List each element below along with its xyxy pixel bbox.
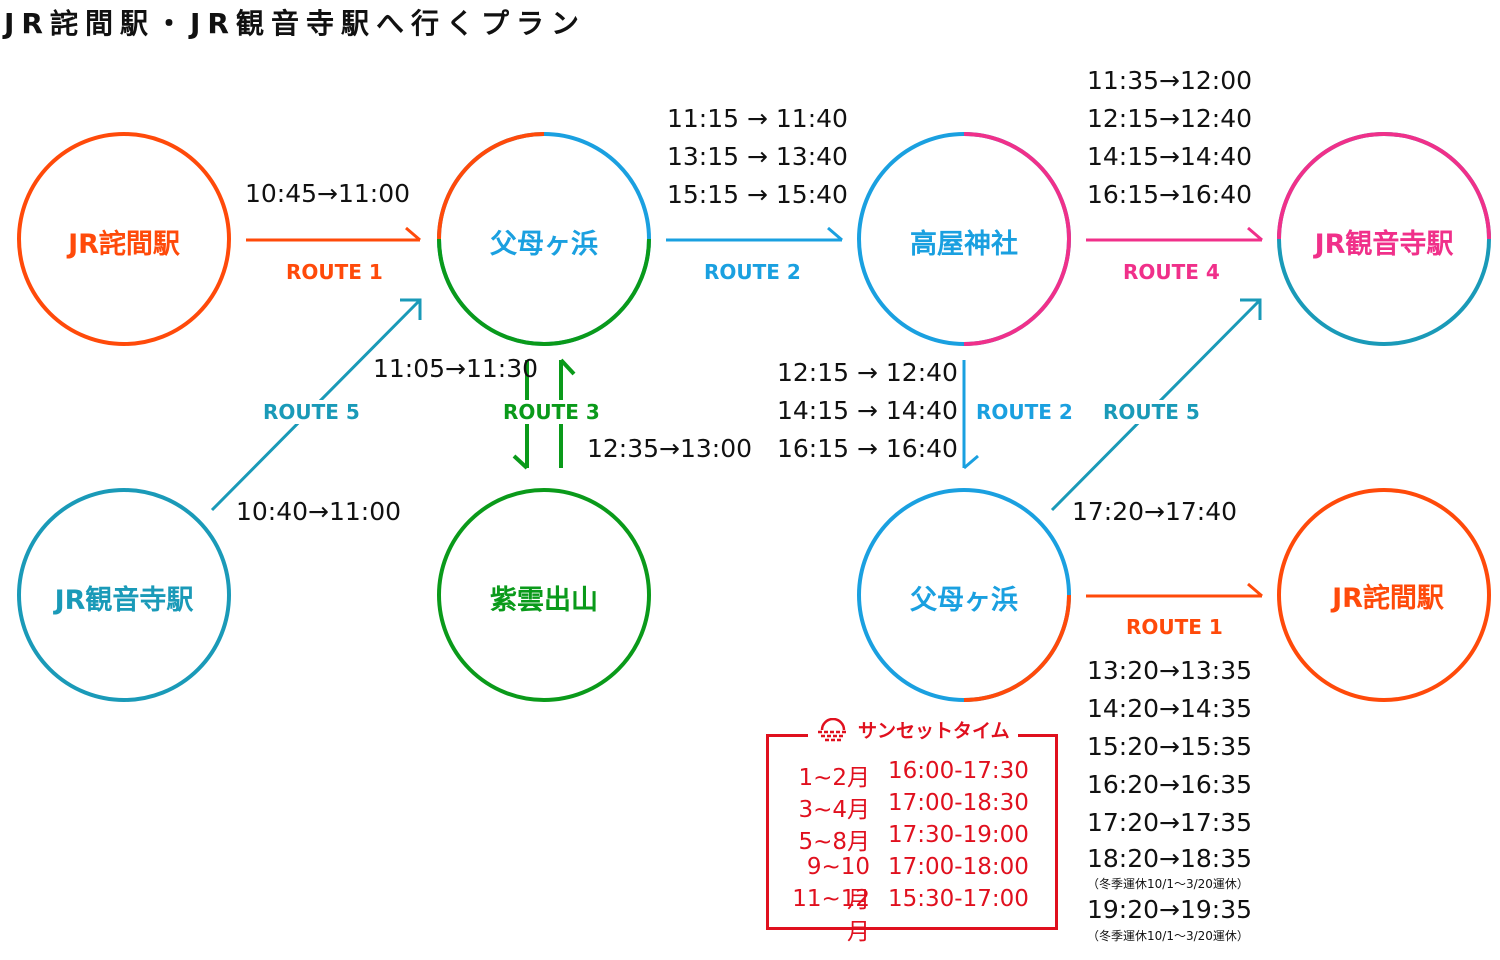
station-kanonji-top: JR観音寺駅 — [1314, 229, 1454, 260]
sunset-row: 9~10月 17:00-18:00 — [790, 854, 1029, 914]
page-title: JR詫間駅・JR観音寺駅へ行くプラン — [4, 7, 586, 40]
sunset-hours: 17:00-18:30 — [888, 790, 1029, 816]
timetable-route5-right: 17:20→17:40 — [1072, 493, 1237, 531]
time-entry: 14:15 → 14:40 — [777, 396, 958, 425]
station-circle-shiunde — [437, 488, 651, 702]
station-shiunde: 紫雲出山 — [490, 585, 598, 616]
route-label-2-top: ROUTE 2 — [702, 260, 803, 284]
winter-note: （冬季運休10/1〜3/20運休） — [1087, 877, 1249, 891]
arrow-route1-bottom — [1086, 582, 1263, 598]
sunset-row: 1~2月 16:00-17:30 — [790, 758, 1029, 792]
arrow-route4 — [1086, 226, 1263, 242]
time-entry: 11:05→11:30 — [373, 354, 539, 383]
winter-note: （冬季運休10/1〜3/20運休） — [1087, 929, 1249, 943]
sunset-months: 1~2月 — [798, 765, 870, 791]
circle-arc-route4 — [963, 132, 1071, 346]
arrow-route2-top — [666, 226, 843, 242]
time-entry: 13:20→13:35 — [1087, 656, 1253, 685]
station-takuma-bottom: JR詫間駅 — [1332, 583, 1444, 614]
station-chichibu-bottom: 父母ヶ浜 — [910, 585, 1018, 616]
sunset-months: 11~12月 — [792, 886, 870, 945]
time-entry: 12:15→12:40 — [1087, 104, 1253, 133]
circle-arc-route3 — [437, 238, 651, 347]
time-entry: 11:15 → 11:40 — [667, 104, 848, 133]
time-entry: 10:45→11:00 — [245, 179, 411, 208]
timetable-route2-down: 12:15 → 12:40 14:15 → 14:40 16:15 → 16:40 — [777, 354, 958, 468]
sunset-row: 5~8月 17:30-19:00 — [790, 822, 1029, 856]
timetable-route2-top: 11:15 → 11:40 13:15 → 13:40 15:15 → 15:40 — [667, 100, 848, 214]
sunset-months: 5~8月 — [798, 829, 870, 855]
time-entry: 14:15→14:40 — [1087, 142, 1253, 171]
circle-arc-route1 — [437, 132, 545, 240]
time-entry: 15:20→15:35 — [1087, 732, 1253, 761]
route-label-5-right: ROUTE 5 — [1101, 400, 1202, 424]
sunset-hours: 17:00-18:00 — [888, 854, 1029, 880]
sunset-months: 3~4月 — [798, 797, 870, 823]
time-entry: 17:20→17:40 — [1072, 497, 1238, 526]
time-entry: 16:15 → 16:40 — [777, 434, 958, 463]
timetable-route3-up: 12:35→13:00 — [587, 430, 752, 468]
time-entry: 10:40→11:00 — [236, 497, 402, 526]
time-entry: 12:35→13:00 — [587, 434, 753, 463]
time-entry: 18:20→18:35 — [1087, 844, 1253, 873]
route-label-1-bottom: ROUTE 1 — [1124, 615, 1225, 639]
route-label-1-top: ROUTE 1 — [284, 260, 385, 284]
route-label-4: ROUTE 4 — [1121, 260, 1222, 284]
circle-arc-route1b — [963, 594, 1071, 702]
time-entry: 17:20→17:35 — [1087, 808, 1253, 837]
sunset-months: 9~10月 — [806, 854, 870, 913]
timetable-route4: 11:35→12:00 12:15→12:40 14:15→14:40 16:15→1… — [1087, 62, 1252, 214]
sunset-heading-label: サンセットタイム — [858, 720, 1010, 742]
sunset-hours: 17:30-19:00 — [888, 822, 1029, 848]
route-label-5-left: ROUTE 5 — [261, 400, 362, 424]
route-label-3: ROUTE 3 — [501, 400, 602, 424]
sunset-hours: 16:00-17:30 — [888, 758, 1029, 784]
time-entry: 12:15 → 12:40 — [777, 358, 958, 387]
time-entry: 15:15 → 15:40 — [667, 180, 848, 209]
station-circle-takuma-top — [17, 132, 231, 346]
time-entry: 13:15 → 13:40 — [667, 142, 848, 171]
station-kanonji-bottom: JR観音寺駅 — [54, 585, 194, 616]
timetable-route1-top: 10:45→11:00 — [245, 175, 410, 213]
time-entry: 14:20→14:35 — [1087, 694, 1253, 723]
sunset-heading: サンセットタイム — [808, 716, 1018, 743]
station-takaya: 高屋神社 — [910, 229, 1018, 260]
station-takuma-top: JR詫間駅 — [68, 229, 180, 260]
route-label-2-down: ROUTE 2 — [974, 400, 1075, 424]
timetable-route1-bottom: 13:20→13:35 14:20→14:35 15:20→15:35 16:2… — [1087, 652, 1252, 944]
time-entry: 11:35→12:00 — [1087, 66, 1253, 95]
arrow-route1-top — [246, 226, 421, 242]
timetable-route5-left-start: 10:40→11:00 — [236, 493, 401, 531]
time-entry: 19:20→19:35 — [1087, 895, 1253, 924]
sunset-icon — [818, 717, 848, 741]
arrow-route2-down — [962, 360, 979, 470]
timetable-route5-left-up: 11:05→11:30 — [373, 350, 538, 388]
time-entry: 16:20→16:35 — [1087, 770, 1253, 799]
sunset-row: 11~12月 15:30-17:00 — [790, 886, 1029, 946]
time-entry: 16:15→16:40 — [1087, 180, 1253, 209]
sunset-hours: 15:30-17:00 — [888, 886, 1029, 912]
station-circle-takuma-bottom — [1277, 488, 1491, 702]
circle-arc-route4b — [1277, 132, 1491, 240]
station-circle-kanonji-bottom — [17, 488, 231, 702]
sunset-row: 3~4月 17:00-18:30 — [790, 790, 1029, 824]
station-chichibu-top: 父母ヶ浜 — [490, 229, 598, 260]
